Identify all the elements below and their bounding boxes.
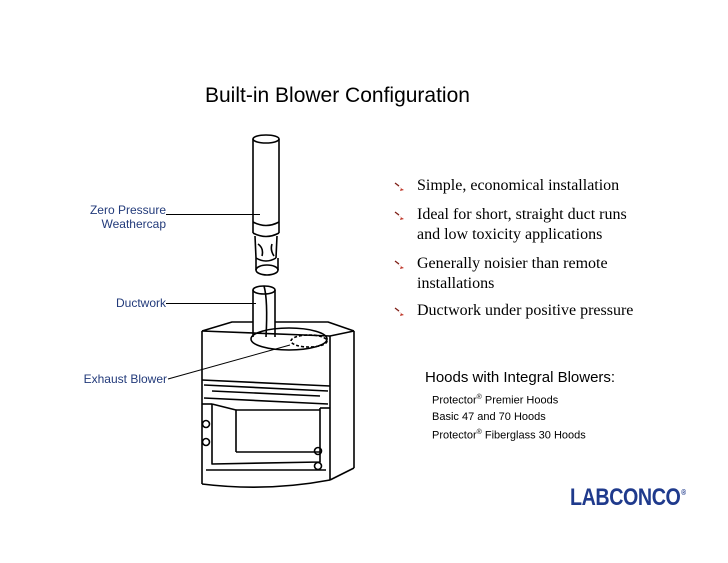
hood-item-rest: Premier Hoods bbox=[481, 394, 559, 407]
callout-weathercap-line2: Weathercap bbox=[101, 217, 166, 231]
hood-item-name: Protector bbox=[432, 429, 477, 442]
integral-blower-hoods: Hoods with Integral Blowers: Protector® … bbox=[425, 369, 615, 443]
hood-item-name: Protector bbox=[432, 394, 477, 407]
hoods-heading: Hoods with Integral Blowers: bbox=[425, 369, 616, 386]
leader-line-ductwork bbox=[166, 303, 256, 304]
red-arrow-bullet-icon bbox=[394, 182, 404, 191]
labconco-logo: LABCONCO® bbox=[570, 484, 686, 512]
bullet-text: Generally noisier than remote bbox=[417, 255, 608, 272]
hood-item-name: Basic 47 and 70 Hoods bbox=[432, 410, 546, 423]
hood-item: Protector® Fiberglass 30 Hoods bbox=[432, 425, 615, 444]
bullet-text: Ductwork under positive pressure bbox=[417, 302, 634, 319]
red-arrow-bullet-icon bbox=[394, 260, 404, 269]
logo-text: LABCONCO bbox=[570, 484, 681, 511]
red-arrow-bullet-icon bbox=[394, 211, 404, 220]
bullet-text-line2: installations bbox=[417, 275, 495, 292]
callout-exhaust-blower: Exhaust Blower bbox=[83, 372, 167, 386]
red-arrow-bullet-icon bbox=[394, 307, 404, 316]
logo-registered-mark: ® bbox=[681, 488, 686, 497]
leader-line-weathercap bbox=[166, 214, 260, 215]
bullet-text: Ideal for short, straight duct runs bbox=[417, 206, 627, 223]
callout-weathercap: Zero Pressure Weathercap bbox=[60, 203, 166, 231]
hood-item-rest: Fiberglass 30 Hoods bbox=[481, 429, 586, 442]
callout-ductwork: Ductwork bbox=[115, 296, 166, 310]
slide-title: Built-in Blower Configuration bbox=[205, 84, 470, 107]
weathercap bbox=[252, 134, 280, 276]
callout-weathercap-line1: Zero Pressure bbox=[89, 203, 166, 217]
bullet-text: Simple, economical installation bbox=[417, 177, 620, 194]
hood-item: Protector® Premier Hoods bbox=[432, 390, 615, 409]
bullet-text-line2: and low toxicity applications bbox=[417, 226, 603, 243]
registered-mark: ® bbox=[476, 428, 482, 436]
registered-mark: ® bbox=[476, 394, 482, 401]
hood-cabinet bbox=[201, 321, 355, 488]
hood-item: Basic 47 and 70 Hoods bbox=[432, 409, 615, 425]
